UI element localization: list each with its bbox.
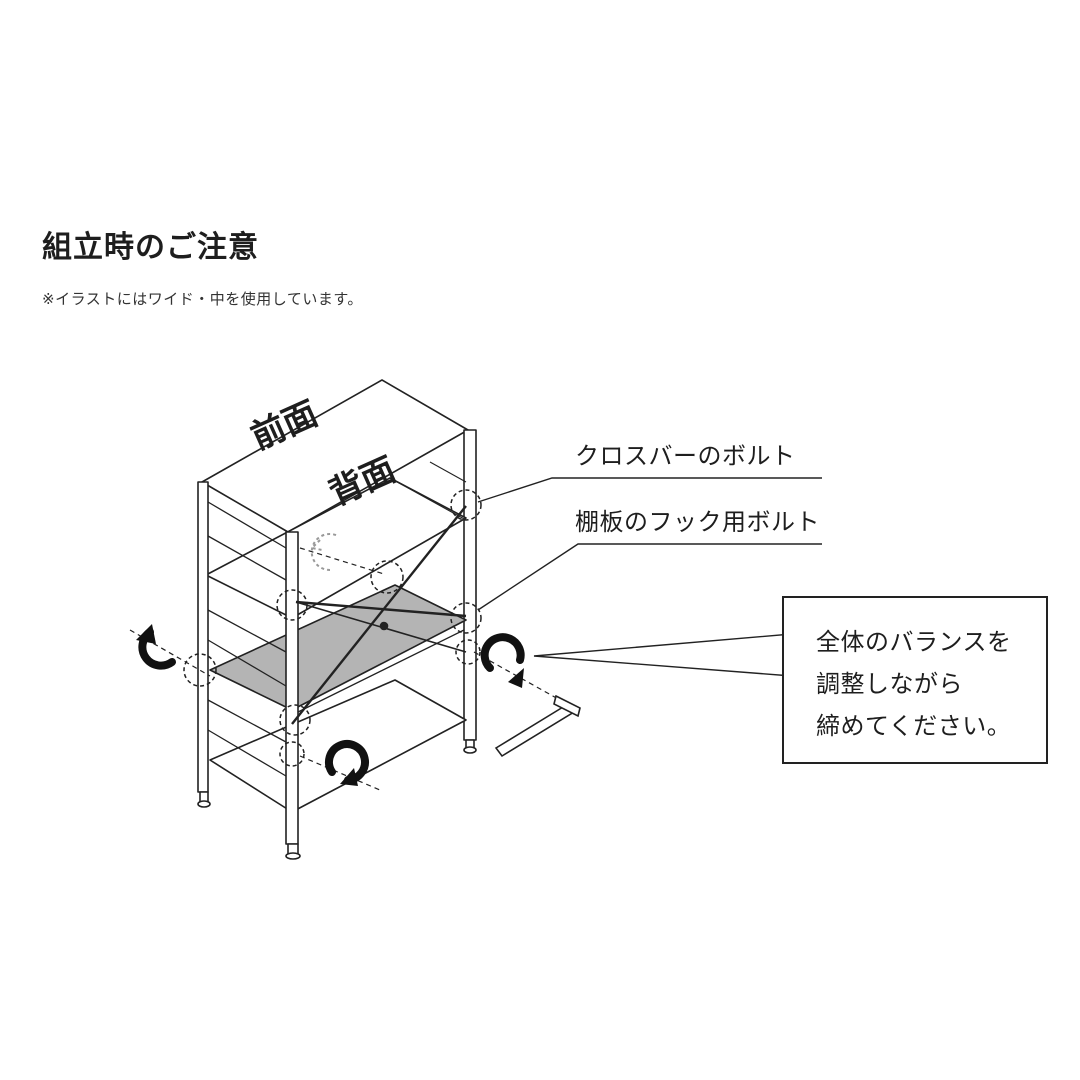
- crossbar-bolt-label: クロスバーのボルト: [575, 442, 796, 470]
- callout-leader-lines: [477, 477, 822, 677]
- hex-key-icon: [494, 694, 581, 758]
- illustration-note: ※イラストにはワイド・中を使用しています。: [42, 290, 363, 308]
- shelf-unit: [197, 379, 477, 860]
- instruction-line: 締めてください。: [816, 712, 1012, 740]
- rotate-arrow-ghost-icon: [309, 533, 339, 572]
- instruction-line: 全体のバランスを: [816, 628, 1012, 656]
- shelf-hook-bolt-label: 棚板のフック用ボルト: [575, 508, 820, 536]
- bolt-highlight-circles: [183, 489, 482, 767]
- instruction-box: 全体のバランスを 調整しながら 締めてください。: [782, 596, 1048, 764]
- page-title: 組立時のご注意: [42, 230, 259, 265]
- rotate-arrow-head: [136, 624, 524, 786]
- instruction-line: 調整しながら: [816, 670, 963, 698]
